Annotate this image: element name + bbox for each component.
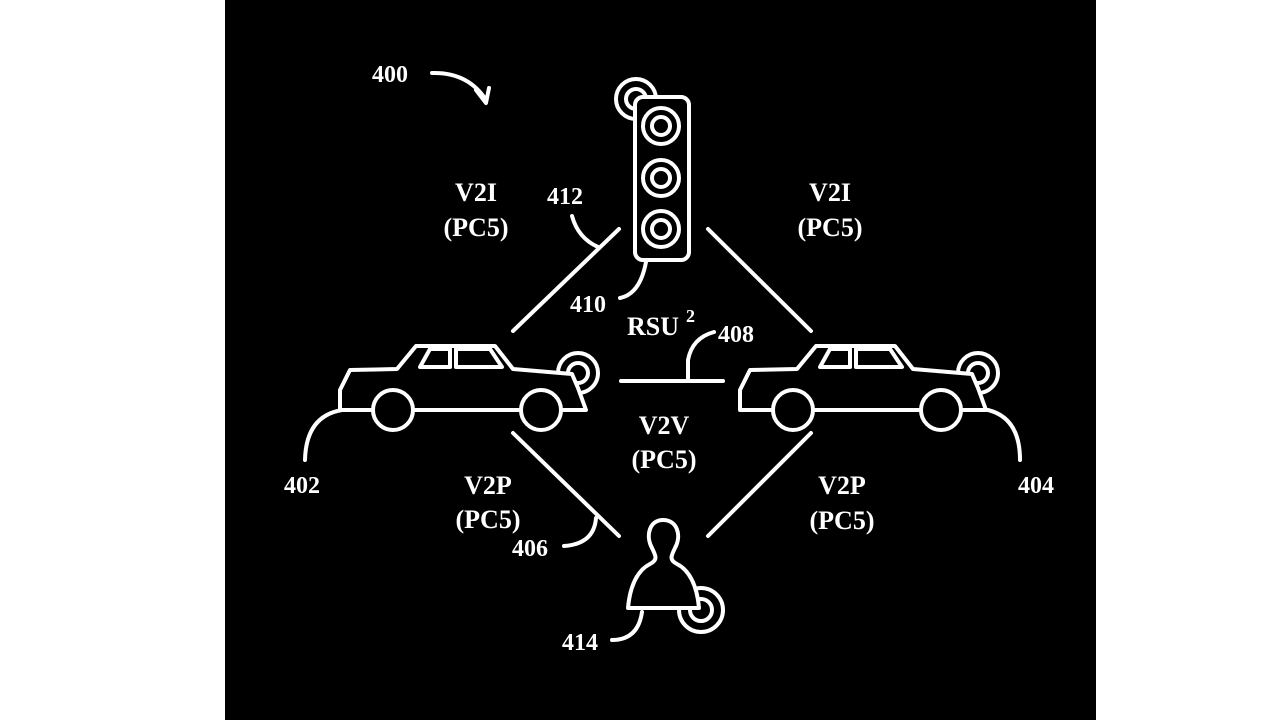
pedestrian-icon (626, 518, 725, 634)
ref-402: 402 (284, 473, 320, 499)
ref-404: 404 (1018, 473, 1054, 499)
ref-410-leader (618, 260, 648, 300)
v2p-link-right (706, 431, 813, 538)
ref-400-arrow (430, 70, 488, 102)
vehicle-left-icon (338, 344, 600, 432)
v2i-right-label: V2I (809, 178, 851, 207)
ref-412-leader (570, 214, 600, 249)
traffic-light-icon (614, 77, 691, 262)
ref-406-leader (562, 516, 598, 548)
v2i-left-protocol: (PC5) (444, 213, 509, 242)
v2p-link-left (511, 431, 621, 538)
rsu-label: RSU (627, 312, 679, 341)
ref-406: 406 (512, 536, 548, 562)
v2p-left-protocol: (PC5) (456, 505, 521, 534)
v2v-label: V2V (639, 411, 690, 440)
rsu-superscript: 2 (686, 306, 695, 326)
ref-414-leader (610, 610, 644, 642)
v2i-right-protocol: (PC5) (798, 213, 863, 242)
v2v-protocol: (PC5) (632, 445, 697, 474)
ref-408: 408 (718, 322, 754, 348)
ref-402-leader (303, 408, 344, 462)
ref-404-leader (986, 408, 1022, 462)
ref-408-leader (686, 330, 716, 381)
ref-412: 412 (547, 184, 583, 210)
v2i-left-label: V2I (455, 178, 497, 207)
vehicle-right-icon (738, 344, 1000, 432)
v2p-right-protocol: (PC5) (810, 506, 875, 535)
v2p-left-label: V2P (464, 471, 512, 500)
ref-414: 414 (562, 630, 598, 656)
v2i-link-right (706, 227, 813, 333)
ref-400: 400 (372, 62, 408, 88)
v2p-right-label: V2P (818, 471, 866, 500)
v2i-link-left (511, 227, 621, 333)
ref-410: 410 (570, 292, 606, 318)
ref-400-arrowhead (474, 86, 491, 105)
